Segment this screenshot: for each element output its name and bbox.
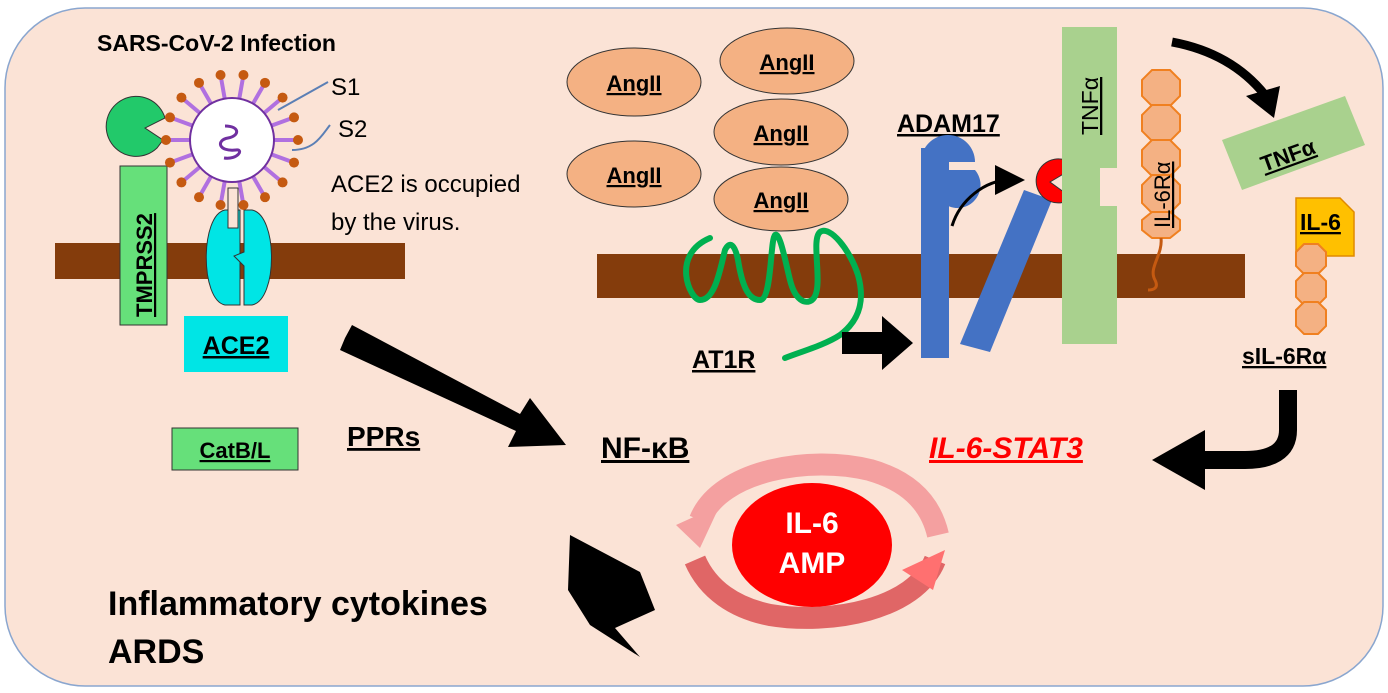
spike-protein: [251, 85, 265, 105]
pprs-label: PPRs: [347, 421, 420, 452]
spike-tip: [176, 92, 187, 103]
spike-protein: [262, 165, 281, 182]
il6-label: IL-6: [1300, 209, 1341, 235]
arrow-sil6ra-to-stat3: [1205, 390, 1297, 469]
angii-molecule: AngII: [713, 166, 849, 232]
spike-tip: [215, 70, 226, 81]
catbl-box: [171, 427, 299, 471]
angii-label: AngII: [754, 188, 809, 213]
spike-protein: [173, 152, 194, 164]
spike-protein: [173, 116, 194, 128]
il6-amp-line1: IL-6: [785, 507, 838, 540]
arrow-to-outcome: [568, 535, 655, 657]
s1-pointer-line: [277, 81, 329, 111]
nfkb-label: NF-κB: [601, 432, 689, 465]
spike-protein: [251, 175, 265, 195]
outcome-line2: ARDS: [108, 633, 204, 671]
ace2-label: ACE2: [203, 332, 270, 360]
spike-tip: [161, 135, 171, 145]
spike-protein: [219, 181, 227, 202]
tnfa-membrane-label: TNFα: [1077, 77, 1103, 135]
sil6ra-protein: [1295, 243, 1327, 335]
angii-molecule: AngII: [719, 27, 855, 95]
s1-label: S1: [331, 74, 360, 101]
spike-protein: [199, 85, 213, 105]
spike-protein: [262, 98, 281, 115]
spike-tip: [289, 112, 300, 123]
ace2-receptor: ACE2: [184, 187, 288, 372]
spike-protein: [183, 165, 202, 182]
spike-protein: [270, 152, 291, 164]
spike-tip: [194, 192, 204, 203]
tmprss2-receptor: TMPRSS2: [105, 95, 168, 326]
spike-protein: [237, 78, 245, 99]
il6-stat3-label: IL-6-STAT3: [929, 432, 1083, 465]
spike-tip: [164, 112, 175, 123]
s2-label: S2: [338, 116, 367, 143]
il6-cytokine: IL-6: [1295, 197, 1355, 257]
arrow-at1r-to-adam17: [842, 316, 913, 370]
angii-label: AngII: [607, 71, 662, 96]
spike-protein: [199, 175, 213, 195]
tmprss2-label: TMPRSS2: [132, 213, 157, 317]
outcome-line1: Inflammatory cytokines: [108, 585, 488, 623]
spike-tip: [164, 157, 175, 168]
at1r-label: AT1R: [692, 346, 755, 374]
spike-tip: [238, 199, 249, 210]
angii-cluster: AngII AngII AngII AngII AngII: [566, 27, 855, 232]
sil6ra-label: sIL-6Rα: [1242, 343, 1326, 369]
ace2-note-line1: ACE2 is occupied: [331, 171, 520, 198]
il6ra-membrane-label: IL-6Rα: [1150, 161, 1175, 228]
spike-tip: [277, 92, 288, 103]
spike-tip: [289, 157, 300, 168]
ace2-note-line2: by the virus.: [331, 209, 460, 236]
spike-protein: [270, 116, 291, 128]
spike-tip: [277, 177, 288, 188]
arrow-tnfa-release: [1171, 37, 1269, 98]
spike-protein: [219, 78, 227, 99]
spike-tip: [215, 199, 226, 210]
tnfa-membrane-protein: TNFα: [1062, 27, 1117, 344]
adam17-protein: [921, 135, 1073, 358]
il6-amp-node: [732, 483, 892, 607]
arrow-sil6ra-to-stat3-head: [1152, 430, 1205, 490]
spike-protein: [183, 98, 202, 115]
catbl-label: CatB/L: [200, 438, 271, 463]
il6-amp-line2: AMP: [779, 547, 846, 580]
angii-molecule: AngII: [566, 140, 702, 208]
angii-molecule: AngII: [566, 47, 702, 117]
angii-label: AngII: [607, 163, 662, 188]
at1r-receptor: [683, 227, 864, 361]
spike-protein: [237, 181, 245, 202]
il6-amp-cycle: IL-6 AMP: [676, 453, 949, 629]
arrow-tnfa-release-head: [1246, 86, 1280, 118]
angii-molecule: AngII: [713, 98, 849, 166]
s2-pointer-line: [291, 124, 331, 151]
angii-label: AngII: [760, 50, 815, 75]
page-title: SARS-CoV-2 Infection: [97, 30, 336, 56]
il6ra-membrane-protein: IL-6Rα: [1141, 69, 1181, 292]
spike-tip: [260, 77, 270, 88]
arrow-adam17-cleavage: [950, 165, 1025, 227]
adam17-label: ADAM17: [897, 110, 1000, 138]
spike-tip: [293, 135, 303, 145]
angii-label: AngII: [754, 121, 809, 146]
sars-cov-2-virion: [161, 70, 303, 210]
arrow-ace2-to-nfkb: [340, 325, 566, 447]
spike-tip: [260, 192, 270, 203]
spike-tip: [194, 77, 204, 88]
spike-tip: [176, 177, 187, 188]
spike-tip: [238, 70, 249, 81]
